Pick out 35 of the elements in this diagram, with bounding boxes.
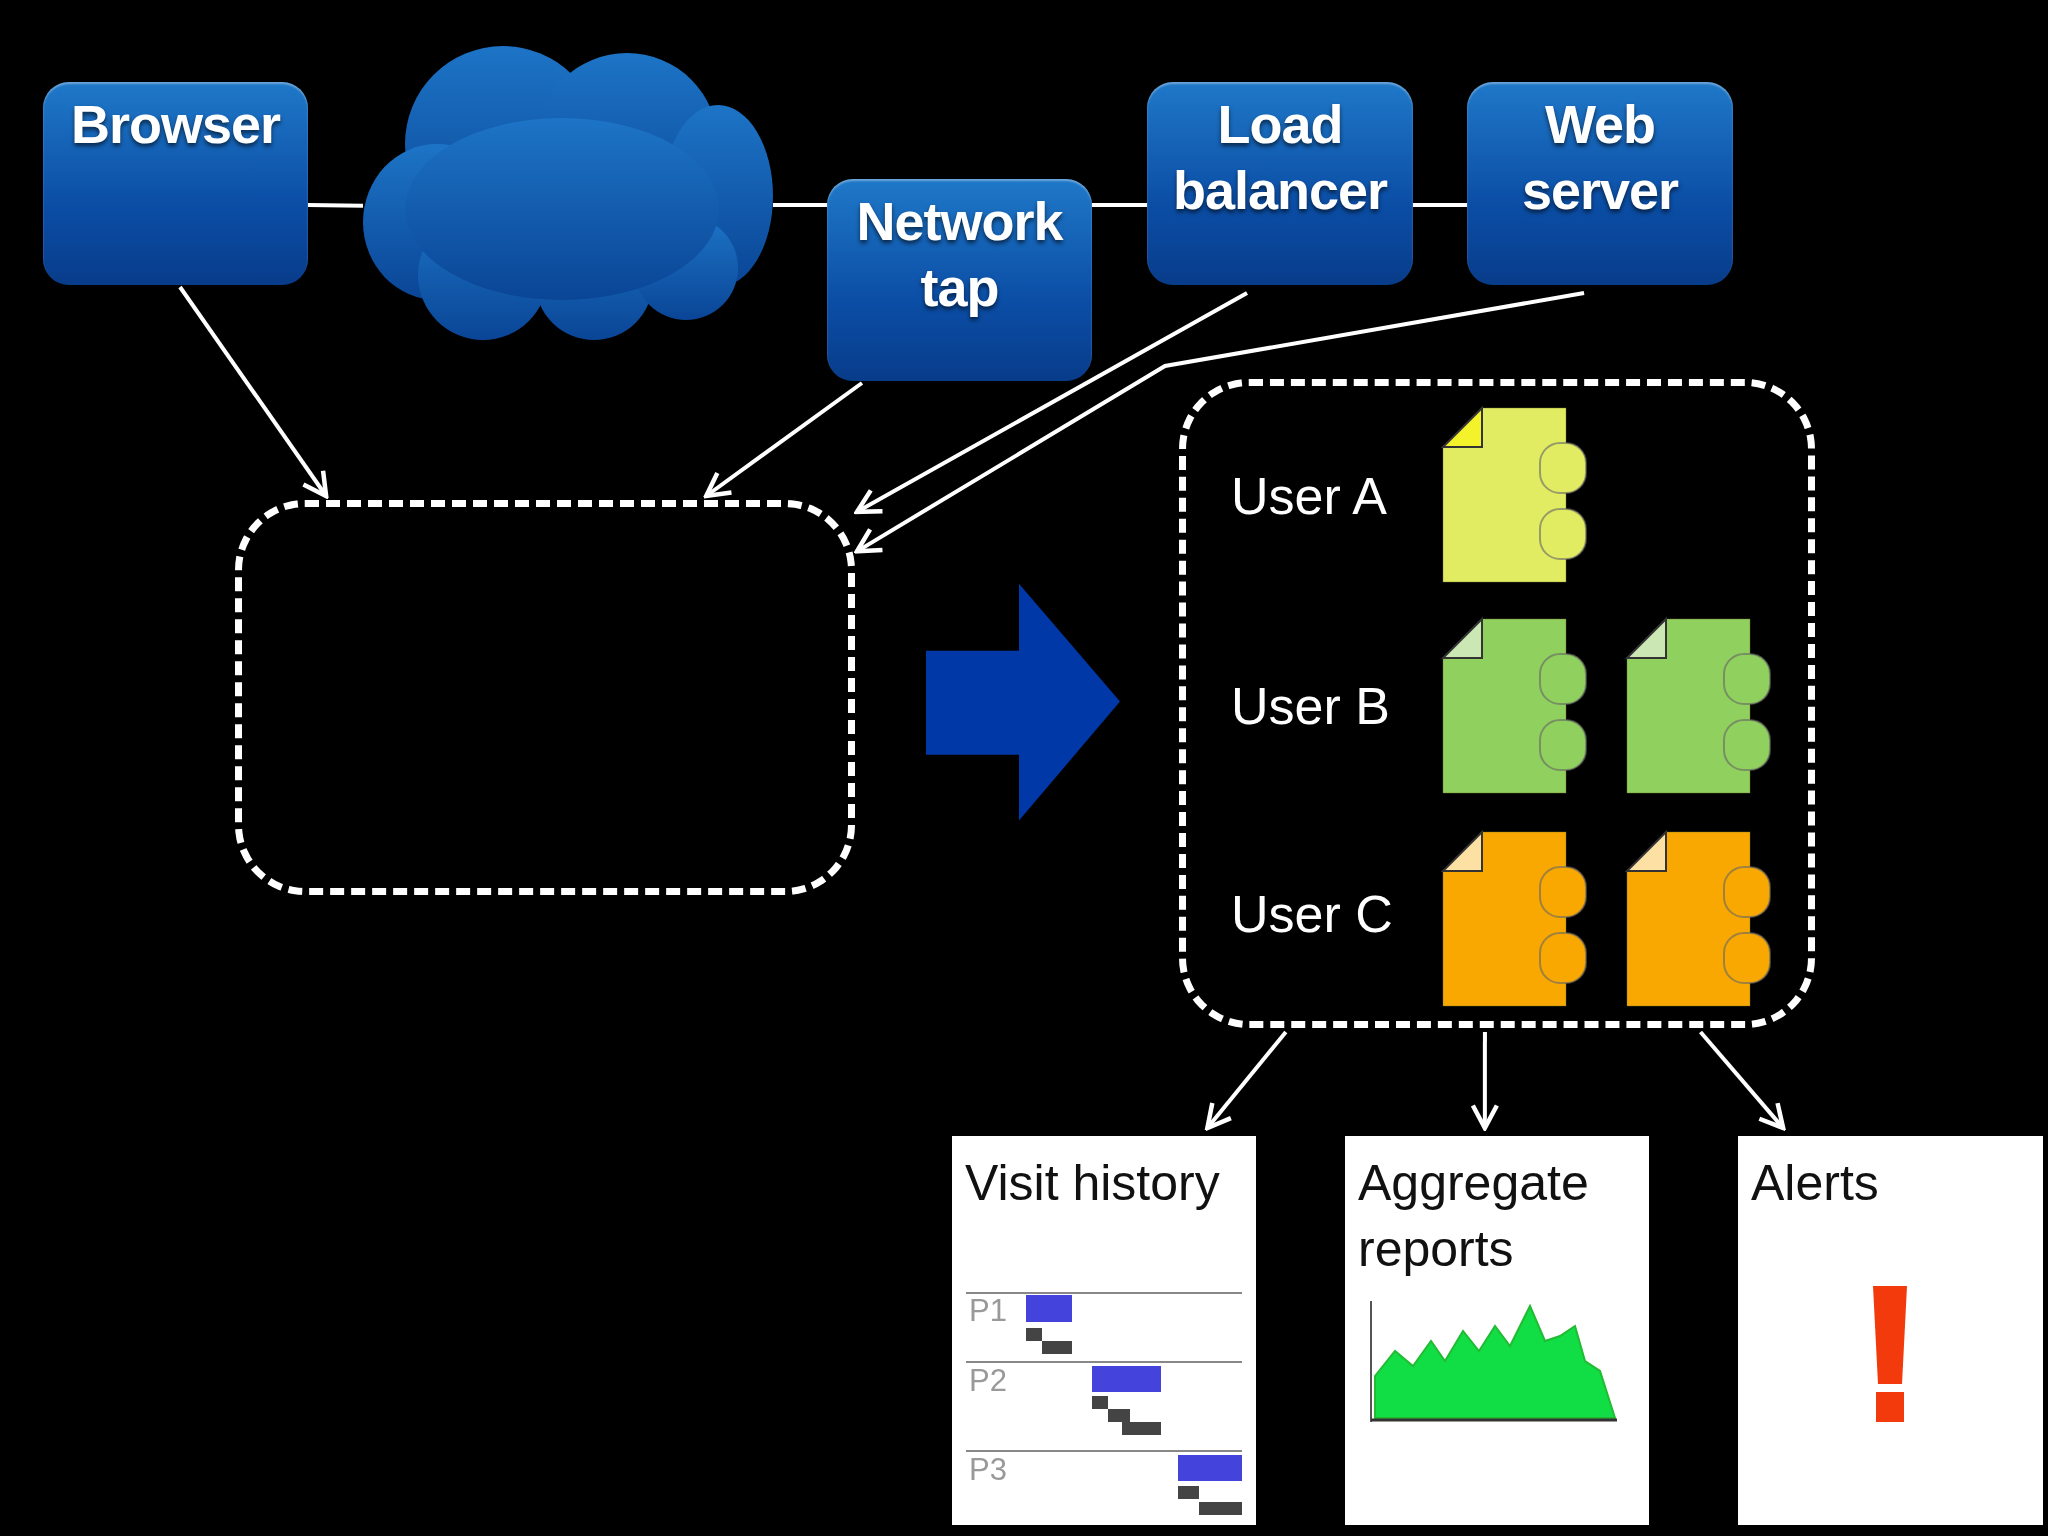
card-title: Alerts bbox=[1751, 1154, 1880, 1213]
dashed-box bbox=[235, 500, 855, 895]
process-box bbox=[43, 82, 308, 285]
arrow bbox=[1205, 1030, 1288, 1131]
report-card bbox=[1738, 1136, 2043, 1525]
row-label: P2 bbox=[969, 1363, 1007, 1399]
process-box bbox=[1467, 82, 1733, 285]
row-label: P3 bbox=[969, 1452, 1007, 1488]
connector-line bbox=[773, 202, 827, 208]
row-label: P1 bbox=[969, 1293, 1007, 1329]
arrow bbox=[1699, 1030, 1786, 1131]
arrow bbox=[1470, 1032, 1500, 1131]
arrow bbox=[178, 285, 329, 499]
connector-line bbox=[1092, 203, 1147, 208]
connector-line bbox=[1413, 203, 1467, 207]
arrow bbox=[854, 291, 1585, 554]
box-label: Network tap bbox=[855, 190, 1065, 319]
user-label: User A bbox=[1231, 466, 1388, 526]
user-label: User B bbox=[1231, 676, 1390, 736]
box-label: Web server bbox=[1520, 93, 1680, 222]
process-box bbox=[827, 179, 1092, 381]
box-label: Browser bbox=[70, 93, 281, 156]
block-arrow bbox=[926, 583, 1120, 821]
report-card bbox=[1345, 1136, 1649, 1525]
card-title: Visit history bbox=[965, 1154, 1221, 1213]
user-label: User C bbox=[1231, 884, 1393, 944]
arrow bbox=[854, 291, 1248, 515]
connector-line bbox=[307, 203, 364, 208]
card-title: Aggregate reports bbox=[1358, 1154, 1590, 1279]
dashed-box bbox=[1179, 379, 1815, 1028]
box-label: Load balancer bbox=[1171, 93, 1389, 222]
arrow bbox=[703, 381, 864, 499]
cloud-shape bbox=[363, 46, 773, 342]
report-card bbox=[952, 1136, 1256, 1525]
process-box bbox=[1147, 82, 1413, 285]
